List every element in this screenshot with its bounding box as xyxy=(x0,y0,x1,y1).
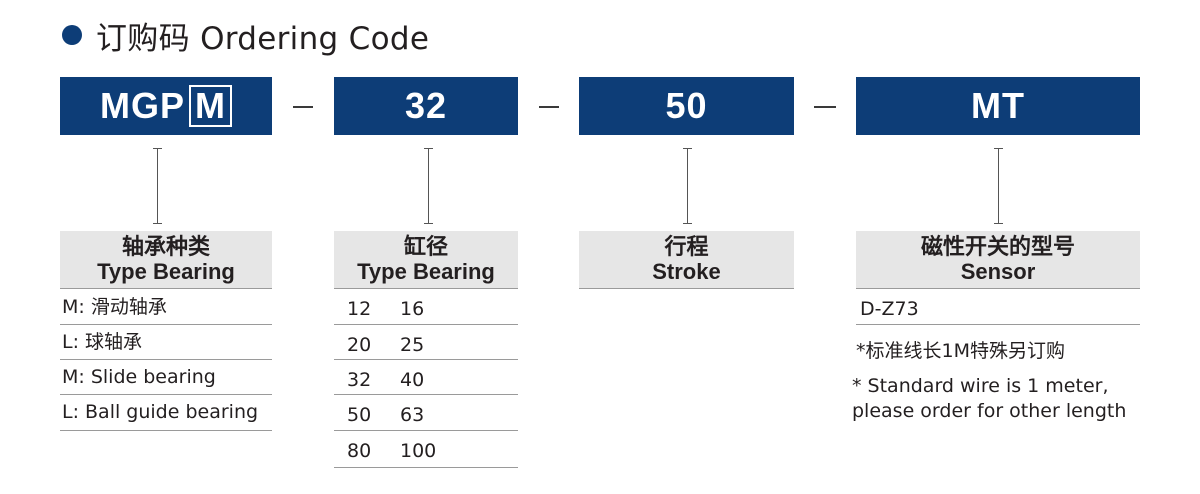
heading-cn: 订购码 xyxy=(96,20,190,57)
code-box-sensor: MT xyxy=(856,77,1140,135)
code-box-model: MGP M xyxy=(60,77,272,135)
code-box-stroke: 50 xyxy=(579,77,794,135)
bore-size: 50 xyxy=(347,404,372,426)
bullet-icon xyxy=(62,25,82,45)
divider xyxy=(334,324,518,325)
bore-size: 80 xyxy=(347,440,372,462)
label-stroke: 行程 Stroke xyxy=(579,231,794,288)
bore-size: 100 xyxy=(400,440,437,462)
label-sensor-en: Sensor xyxy=(960,258,1036,284)
divider xyxy=(334,359,518,360)
code-bore: 32 xyxy=(404,85,448,126)
list-item: L: 球轴承 xyxy=(62,331,143,353)
divider xyxy=(60,430,272,431)
divider xyxy=(334,467,518,468)
divider xyxy=(60,324,272,325)
sensor-note-en-2: please order for other length xyxy=(852,400,1127,422)
bore-size: 32 xyxy=(347,369,372,391)
sensor-model: D-Z73 xyxy=(860,298,919,320)
list-item: M: 滑动轴承 xyxy=(62,296,167,318)
bore-size: 63 xyxy=(400,404,425,426)
sensor-note-cn: *标准线长1M特殊另订购 xyxy=(856,340,1065,362)
code-sensor: MT xyxy=(971,85,1025,126)
divider xyxy=(334,394,518,395)
label-sensor-cn: 磁性开关的型号 xyxy=(920,234,1075,260)
divider xyxy=(60,288,272,289)
label-bearing-en: Type Bearing xyxy=(97,258,235,284)
label-stroke-cn: 行程 xyxy=(664,234,709,260)
code-stroke: 50 xyxy=(665,85,708,126)
heading-title: 订购码 Ordering Code xyxy=(96,13,429,58)
connector-line xyxy=(424,148,433,224)
connector-line xyxy=(994,148,1003,224)
section-heading: 订购码 Ordering Code xyxy=(62,16,429,57)
bore-size: 25 xyxy=(400,334,425,356)
label-bore: 缸径 Type Bearing xyxy=(334,231,518,288)
label-sensor: 磁性开关的型号 Sensor xyxy=(856,231,1140,288)
divider xyxy=(334,430,518,431)
label-bore-en: Type Bearing xyxy=(357,258,495,284)
divider xyxy=(60,359,272,360)
divider xyxy=(579,288,794,289)
connector-line xyxy=(683,148,692,224)
bore-size: 16 xyxy=(400,298,425,320)
label-bearing: 轴承种类 Type Bearing xyxy=(60,231,272,288)
code-dash xyxy=(293,106,313,108)
sensor-note-en-1: * Standard wire is 1 meter, xyxy=(852,375,1109,397)
label-stroke-en: Stroke xyxy=(652,258,721,284)
code-dash xyxy=(539,106,559,108)
bore-size: 12 xyxy=(347,298,372,320)
list-item: M: Slide bearing xyxy=(62,366,216,388)
heading-en: Ordering Code xyxy=(200,20,430,57)
divider xyxy=(856,288,1140,289)
bore-size: 20 xyxy=(347,334,372,356)
code-model-prefix: MGP xyxy=(99,85,185,126)
code-box-bore: 32 xyxy=(334,77,518,135)
connector-line xyxy=(153,148,162,224)
label-bore-cn: 缸径 xyxy=(403,234,448,260)
divider xyxy=(60,394,272,395)
label-bearing-cn: 轴承种类 xyxy=(121,234,210,260)
bore-size: 40 xyxy=(400,369,425,391)
list-item: L: Ball guide bearing xyxy=(62,401,259,423)
code-model-boxed: M xyxy=(189,85,232,127)
code-dash xyxy=(814,106,836,108)
divider xyxy=(334,288,518,289)
divider xyxy=(856,324,1140,325)
